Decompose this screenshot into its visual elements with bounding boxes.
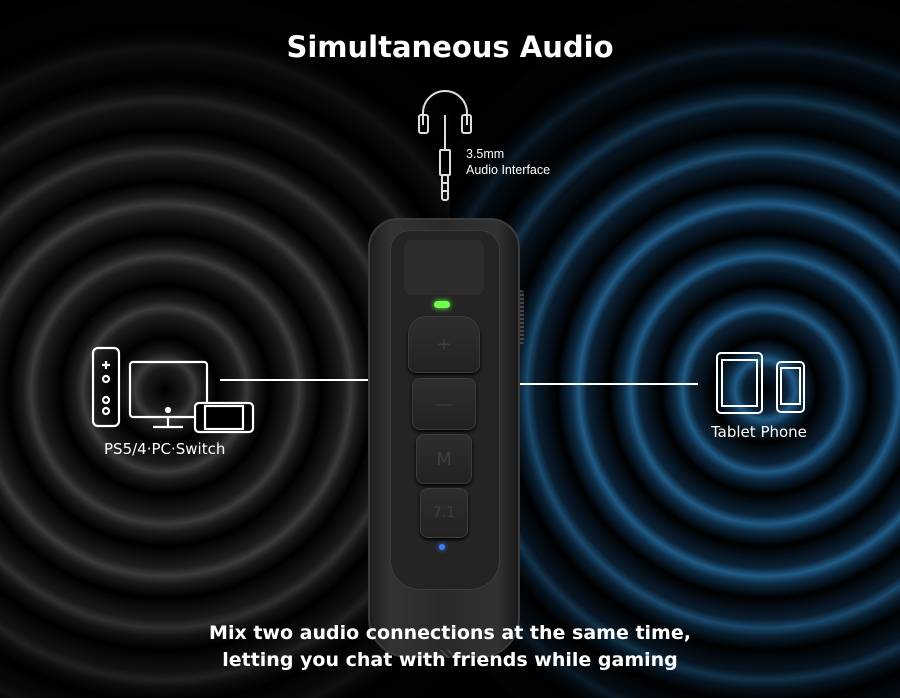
caption: Mix two audio connections at the same ti…	[0, 620, 900, 674]
console-pc-switch-icon	[91, 346, 255, 434]
audio-controller: + — M 7.1	[368, 218, 524, 658]
jack-label-line2: Audio Interface	[466, 163, 551, 177]
jack-label: 3.5mm Audio Interface	[466, 146, 550, 178]
volume-wheel[interactable]	[516, 290, 524, 345]
right-devices-label: Tablet Phone	[711, 423, 807, 441]
tablet-phone-icon	[716, 352, 805, 414]
caption-line1: Mix two audio connections at the same ti…	[209, 622, 691, 644]
status-led	[434, 301, 450, 308]
connector-line-right	[518, 383, 698, 385]
bottom-led	[439, 544, 445, 550]
page-title: Simultaneous Audio	[286, 30, 614, 64]
cable	[436, 650, 452, 658]
controller-top-cover	[404, 240, 484, 295]
surround-button[interactable]: 7.1	[420, 488, 468, 538]
sound-waves-right	[450, 0, 900, 698]
jack-label-line1: 3.5mm	[466, 147, 505, 161]
connector-line-left	[220, 379, 370, 381]
volume-up-button[interactable]: +	[408, 316, 480, 373]
caption-line2: letting you chat with friends while gami…	[222, 649, 678, 671]
volume-down-button[interactable]: —	[412, 378, 476, 430]
mute-button[interactable]: M	[416, 434, 472, 484]
left-devices-label: PS5/4·PC·Switch	[104, 440, 226, 458]
headphone-jack-icon	[418, 90, 472, 201]
